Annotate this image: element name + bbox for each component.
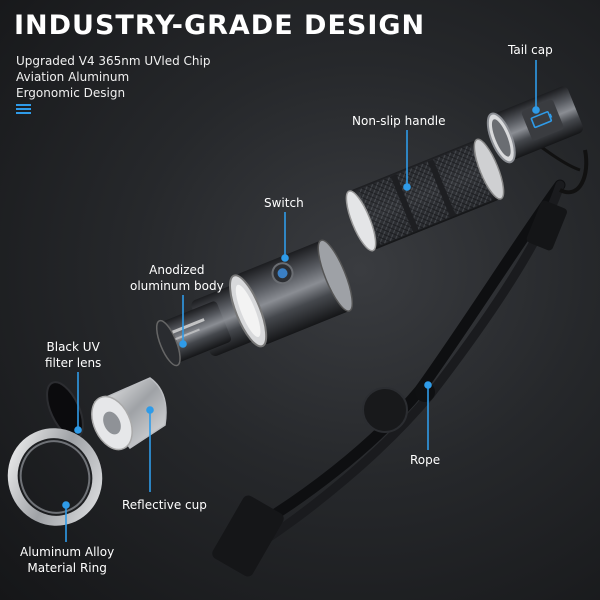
callout-lines bbox=[62, 60, 540, 542]
rope-end-clip bbox=[212, 495, 284, 577]
label-aluminum-ring: Aluminum Alloy Material Ring bbox=[20, 544, 114, 576]
label-line: filter lens bbox=[45, 356, 102, 370]
battery-icon bbox=[530, 111, 553, 129]
label-non-slip-handle: Non-slip handle bbox=[352, 114, 446, 128]
label-line: oluminum body bbox=[130, 279, 224, 293]
label-rope: Rope bbox=[410, 453, 441, 467]
label-switch: Switch bbox=[264, 196, 304, 210]
spec-list: Upgraded V4 365nm UVled Chip Aviation Al… bbox=[16, 53, 210, 101]
rope bbox=[212, 133, 589, 577]
rope-stopper bbox=[362, 387, 408, 433]
label-tail-cap: Tail cap bbox=[508, 43, 553, 57]
spec-line: Upgraded V4 365nm UVled Chip bbox=[16, 54, 211, 68]
reflective-cup bbox=[91, 377, 167, 451]
rope-clip bbox=[526, 200, 568, 251]
label-line: Black UV bbox=[46, 340, 100, 354]
label-uv-filter-lens: Black UV filter lens bbox=[45, 339, 101, 371]
page-title: INDUSTRY-GRADE DESIGN bbox=[14, 10, 426, 41]
anodized-body bbox=[155, 239, 354, 367]
label-line: Material Ring bbox=[27, 561, 107, 575]
non-slip-handle bbox=[345, 138, 505, 252]
tail-cap bbox=[486, 86, 584, 164]
menu-icon bbox=[16, 104, 31, 115]
spec-line: Aviation Aluminum bbox=[16, 70, 130, 84]
label-anodized-body: Anodized oluminum body bbox=[130, 262, 224, 294]
label-line: Aluminum Alloy bbox=[20, 545, 115, 559]
spec-line: Ergonomic Design bbox=[16, 86, 126, 100]
label-line: Anodized bbox=[149, 263, 205, 277]
label-reflective-cup: Reflective cup bbox=[122, 498, 207, 512]
aluminum-ring bbox=[7, 428, 103, 526]
